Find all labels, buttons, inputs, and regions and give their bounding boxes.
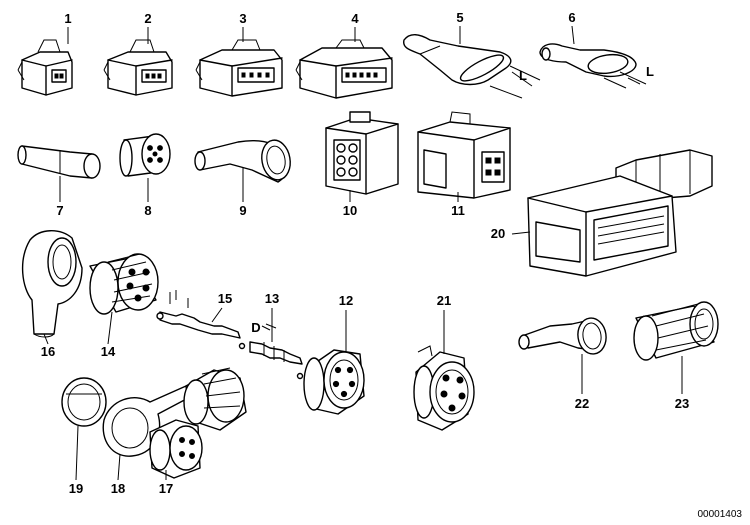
dimension-D: D	[251, 320, 260, 335]
part-16-rubber-boot[interactable]	[21, 230, 83, 338]
part-19-retaining-ring[interactable]	[61, 377, 107, 427]
label-15: 15	[218, 291, 232, 306]
part-15-pin-contact[interactable]	[156, 290, 246, 350]
label-6: 6	[568, 10, 575, 25]
part-12-panel-socket[interactable]	[303, 349, 365, 415]
label-16: 16	[41, 344, 55, 359]
label-5: 5	[456, 10, 463, 25]
part-4-connector-6pin[interactable]	[295, 39, 393, 99]
label-3: 3	[239, 11, 246, 26]
label-19: 19	[69, 481, 83, 496]
label-18: 18	[111, 481, 125, 496]
ecu-pin-row	[597, 215, 665, 245]
label-21: 21	[437, 293, 451, 308]
part-13-socket-contact[interactable]	[249, 323, 304, 380]
part-14-round-connector[interactable]	[89, 253, 159, 315]
label-12: 12	[339, 293, 353, 308]
label-22: 22	[575, 396, 589, 411]
part-23-round-plug[interactable]	[633, 301, 719, 361]
part-22-angled-boot[interactable]	[518, 316, 608, 356]
part-3-connector-4pin[interactable]	[195, 39, 283, 97]
label-23: 23	[675, 396, 689, 411]
part-9-angled-boot[interactable]	[194, 138, 293, 183]
label-20: 20	[491, 226, 505, 241]
label-2: 2	[144, 11, 151, 26]
part-5-protective-boot[interactable]	[403, 34, 541, 99]
part-17-connector-assembly[interactable]	[149, 367, 247, 479]
part-11-housing-bracket[interactable]	[417, 111, 511, 199]
label-9: 9	[239, 203, 246, 218]
part-10-housing-6pin[interactable]	[325, 111, 399, 195]
label-13: 13	[265, 291, 279, 306]
part-2-connector-3pin[interactable]	[103, 39, 173, 96]
part-20-ecu-connector[interactable]	[527, 149, 713, 277]
part-6-protective-boot[interactable]	[539, 43, 647, 89]
label-14: 14	[101, 344, 116, 359]
label-7: 7	[56, 203, 63, 218]
label-10: 10	[343, 203, 357, 218]
dimension-L-6: L	[646, 64, 654, 79]
label-17: 17	[159, 481, 173, 496]
part-8-round-plug[interactable]	[119, 133, 171, 177]
dimension-L-5: L	[519, 68, 527, 83]
label-4: 4	[351, 11, 359, 26]
label-11: 11	[451, 203, 465, 218]
part-1-connector-2pin[interactable]	[17, 39, 73, 96]
document-number: 00001403	[698, 509, 743, 520]
part-7-sleeve[interactable]	[17, 145, 101, 179]
label-8: 8	[144, 203, 151, 218]
label-1: 1	[64, 11, 71, 26]
part-21-round-socket[interactable]	[413, 345, 475, 431]
